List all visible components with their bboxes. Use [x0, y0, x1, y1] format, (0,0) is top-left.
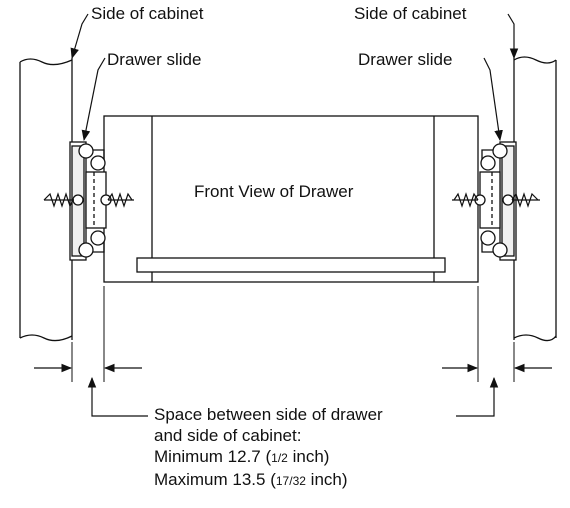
note-maximum: Maximum 13.5 (17/32 inch) [154, 470, 348, 489]
label-front-view-of-drawer: Front View of Drawer [194, 182, 354, 201]
label-drawer-slide-left: Drawer slide [107, 50, 202, 69]
minimum-prefix: Minimum 12.7 ( [154, 447, 272, 466]
label-side-of-cabinet-right: Side of cabinet [354, 4, 467, 23]
right-cabinet-side [513, 56, 557, 342]
minimum-fraction-denominator: 2 [281, 451, 288, 465]
note-callout [87, 376, 499, 417]
note-line-1: Space between side of drawer [154, 405, 383, 424]
maximum-prefix: Maximum 13.5 ( [154, 470, 276, 489]
label-drawer-slide-right: Drawer slide [358, 50, 453, 69]
minimum-suffix: inch) [287, 447, 330, 466]
maximum-fraction-denominator: 32 [292, 474, 306, 488]
left-drawer-slide [43, 141, 134, 261]
note-line-2: and side of cabinet: [154, 426, 302, 445]
maximum-suffix: inch) [305, 470, 348, 489]
spacing-note: Space between side of drawer and side of… [154, 404, 383, 492]
right-drawer-slide [452, 141, 540, 261]
note-minimum: Minimum 12.7 (1/2 inch) [154, 447, 330, 466]
maximum-fraction-numerator: 17 [275, 474, 290, 488]
label-side-of-cabinet-left: Side of cabinet [91, 4, 204, 23]
minimum-fraction-numerator: 1 [271, 451, 278, 465]
label-leaders [70, 13, 519, 142]
